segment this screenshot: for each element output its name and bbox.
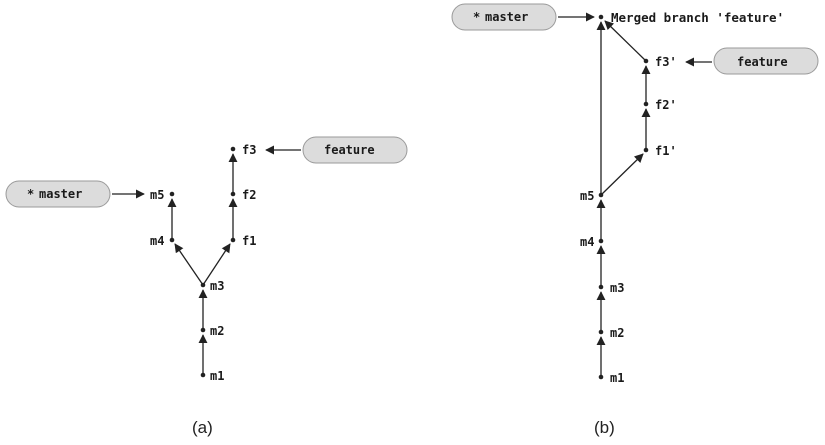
commit-node-merge [598,14,604,20]
commit-node-m2 [200,327,206,333]
branch-name-master: master [485,10,528,24]
edge-m3-f1 [202,243,231,286]
commit-label-f1: f1 [242,234,256,248]
commit-label-m5: m5 [150,188,164,202]
edge-m3-m4 [174,243,204,286]
branch-pill-feature-b: feature [713,47,819,75]
commit-label-m1: m1 [610,371,624,385]
head-marker: * [473,10,480,24]
branch-pill-bg [5,180,111,208]
commit-node-m4 [169,237,175,243]
commit-label-m3: m3 [210,279,224,293]
commit-node-m2 [598,329,604,335]
branch-pill-bg [451,3,557,31]
edge-m5-f1prime [600,153,644,196]
commit-label-f2: f2 [242,188,256,202]
commit-label-f3prime: f3' [655,55,677,69]
commit-label-m2: m2 [610,326,624,340]
commit-label-f2prime: f2' [655,98,677,112]
branch-name-master: master [39,187,82,201]
commit-node-f3 [230,146,236,152]
branch-pill-bg [302,136,408,164]
branch-name-feature: feature [324,143,375,157]
commit-node-m3 [200,282,206,288]
commit-label-m4: m4 [580,235,594,249]
commit-label-f1prime: f1' [655,144,677,158]
head-marker: * [27,187,34,201]
commit-node-m3 [598,284,604,290]
branch-pill-feature-a: feature [302,136,408,164]
branch-name-feature: feature [737,55,788,69]
commit-node-f1prime [643,147,649,153]
commit-label-m1: m1 [210,369,224,383]
caption-a: (a) [192,418,213,437]
commit-label-m3: m3 [610,281,624,295]
commit-label-f3: f3 [242,143,256,157]
commit-label-m5: m5 [580,189,594,203]
merge-commit-label: Merged branch 'feature' [611,10,784,25]
commit-node-m4 [598,238,604,244]
branch-pill-master-b: * master [451,3,557,31]
commit-label-m4: m4 [150,234,164,248]
commit-node-m5 [598,192,604,198]
caption-b: (b) [594,418,615,437]
commit-label-m2: m2 [210,324,224,338]
diagram-b: m1 m2 m3 m4 m5 f1' f2' f3' Merged branch… [451,3,819,437]
edge-f3prime-merge [604,20,647,62]
commit-node-f3prime [643,58,649,64]
commit-node-m1 [598,374,604,380]
commit-node-m1 [200,372,206,378]
commit-node-m5 [169,191,175,197]
branch-pill-master-a: * master [5,180,111,208]
diagram-a: m1 m2 m3 m4 m5 f1 f2 f3 * master feature… [5,136,408,437]
commit-node-f2prime [643,101,649,107]
commit-node-f2 [230,191,236,197]
branch-pill-bg [713,47,819,75]
commit-node-f1 [230,237,236,243]
